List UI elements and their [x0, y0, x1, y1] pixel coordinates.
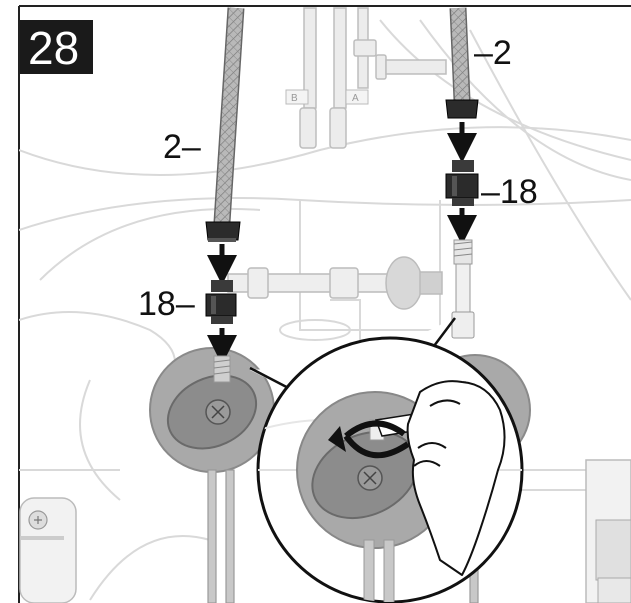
hose-left: [206, 8, 240, 242]
callout-hose-right: –2: [474, 34, 512, 72]
callout-fitting-right: –18: [481, 173, 538, 211]
fitting-left: [206, 280, 236, 324]
valve-stem-right: [452, 240, 474, 338]
inline-fitting: [228, 257, 442, 309]
filter-canister-left: [20, 498, 76, 603]
callout-fitting-left: 18–: [138, 285, 195, 323]
tube-tag-b: B: [286, 90, 308, 104]
step-badge: 28: [20, 20, 93, 74]
callout-hose-left: 2–: [163, 128, 201, 166]
fitting-right: [446, 160, 478, 206]
step-number: 28: [28, 22, 79, 74]
filter-canister-right: [586, 460, 631, 603]
tube-tag-b-text: B: [291, 93, 298, 104]
valve-left: [150, 348, 274, 472]
tube-tag-a: A: [346, 90, 368, 104]
tube-tag-a-text: A: [352, 93, 359, 104]
supply-tubes: [300, 8, 446, 148]
thread-left: [214, 356, 230, 382]
